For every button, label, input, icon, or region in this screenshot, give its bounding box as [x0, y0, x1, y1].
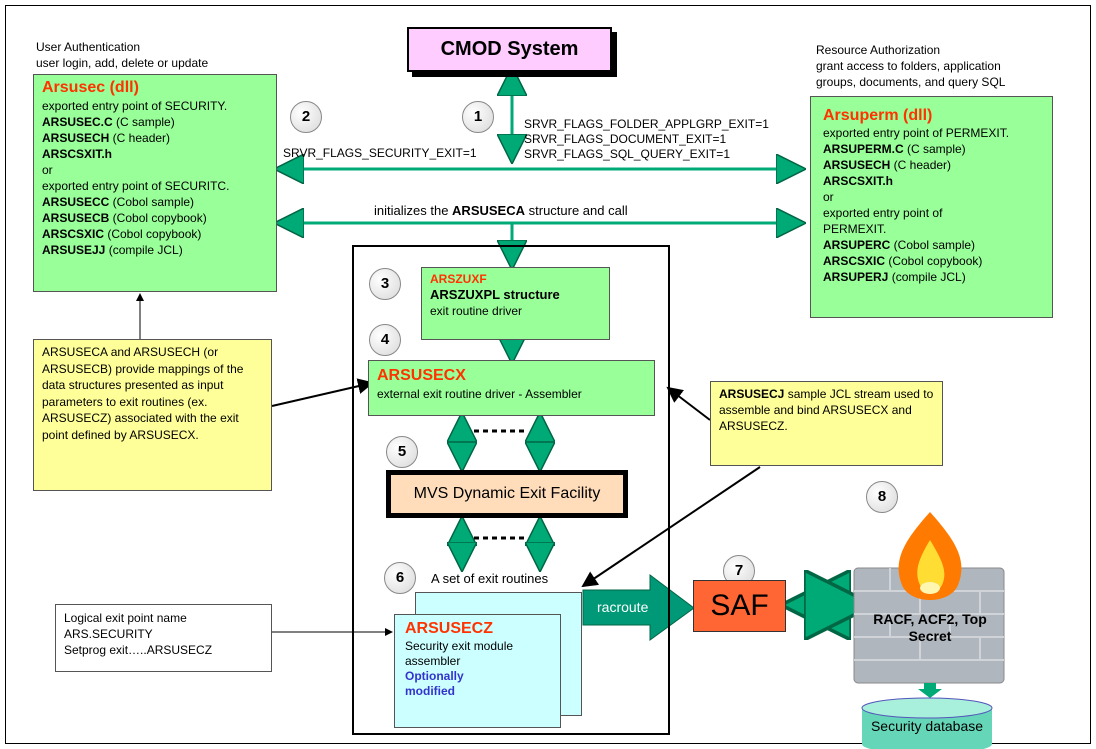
step-circle-8: 8: [866, 481, 898, 513]
arsusecx-desc: external exit routine driver - Assembler: [377, 387, 582, 401]
arsuperm-line: ARSCSXIT.h: [823, 173, 1044, 189]
arsuperm-line: ARSUSECH (C header): [823, 158, 952, 172]
arsusec-file-name: ARSCSXIC: [42, 227, 105, 241]
arszuxf-title: ARSZUXF: [430, 272, 487, 286]
user-auth-title: User Authentication: [36, 40, 141, 54]
racroute-arrow: [582, 574, 695, 641]
arsusec-line: ARSUSECC (Cobol sample): [42, 195, 195, 209]
flag-document: SRVR_FLAGS_DOCUMENT_EXIT=1: [524, 132, 727, 146]
logical-exit-note: Logical exit point name ARS.SECURITY Set…: [55, 604, 272, 672]
arsusec-line: ARSUSEJJ (compile JCL): [42, 243, 183, 257]
arsuperm-line: exported entry point of: [823, 206, 943, 220]
arsuperm-file-name: ARSUSECH: [823, 158, 891, 172]
step-circle-4: 4: [369, 324, 401, 356]
saf-box: SAF: [693, 580, 786, 632]
exit-set-label: A set of exit routines: [431, 571, 549, 586]
arsusecx-title: ARSUSECX: [377, 367, 466, 384]
arsusec-title: Arsusec (dll): [42, 79, 139, 96]
initializes-label: initializes the ARSUSECA structure and c…: [374, 203, 628, 218]
resource-auth-title: Resource Authorization: [816, 43, 941, 57]
arsusec-line: ARSCSXIT.h: [42, 146, 268, 162]
arsusecx-box: ARSUSECX external exit routine driver - …: [368, 360, 655, 416]
step-circle-5: 5: [386, 436, 418, 468]
racf-label: RACF, ACF2, Top Secret: [873, 611, 987, 644]
arsusec-file-name: ARSUSEC.C: [42, 115, 113, 129]
security-database-label: Security database: [870, 718, 984, 734]
step-circle-2: 2: [290, 101, 322, 133]
arsuperm-file-name: ARSUPERJ: [823, 270, 889, 284]
arsusec-line: ARSUSECH (C header): [42, 131, 171, 145]
flag-sql: SRVR_FLAGS_SQL_QUERY_EXIT=1: [524, 147, 730, 161]
arsuperm-file-name: ARSCSXIT.h: [823, 174, 894, 188]
db-arrow: [918, 683, 942, 698]
arsuperm-line: ARSUPERJ (compile JCL): [823, 270, 966, 284]
step-circle-3: 3: [369, 268, 401, 300]
cmod-system-box: CMOD System: [407, 27, 612, 72]
arsuperm-line: PERMEXIT.: [823, 222, 887, 236]
arsusec-file-name: ARSCSXIT.h: [42, 147, 113, 161]
arszuxf-box: ARSZUXF ARSZUXPL structure exit routine …: [421, 267, 610, 340]
resource-auth-subtitle-1: grant access to folders, application: [816, 59, 1001, 73]
firewall-icon: [853, 512, 1005, 684]
arsusec-line: ARSUSECB (Cobol copybook): [42, 211, 207, 225]
arsusecz-modified: modified: [405, 684, 455, 698]
arsusecz-line-1: Security exit module: [405, 639, 514, 653]
user-auth-subtitle: user login, add, delete or update: [36, 56, 209, 70]
flag-security: SRVR_FLAGS_SECURITY_EXIT=1: [283, 146, 477, 160]
arsusec-line: ARSCSXIC (Cobol copybook): [42, 227, 202, 241]
arsusec-file-name: ARSUSEJJ: [42, 243, 106, 257]
arsusec-file-name: ARSUSECH: [42, 131, 110, 145]
arsuperm-file-name: ARSUPERM.C: [823, 142, 904, 156]
arsusecz-title: ARSUSECZ: [405, 620, 494, 637]
arsuperm-line: ARSCSXIC (Cobol copybook): [823, 254, 983, 268]
arsuperm-box: Arsuperm (dll) exported entry point of P…: [810, 96, 1053, 318]
jcl-note: ARSUSECJ sample JCL stream used to assem…: [710, 381, 943, 466]
arsusec-line: ARSUSEC.C (C sample): [42, 115, 175, 129]
logical-line-3: Setprog exit…..ARSUSECZ: [64, 643, 213, 657]
arsusec-lines: exported entry point of SECURITY. ARSUSEC…: [42, 98, 268, 258]
arsuperm-line: ARSUPERC (Cobol sample): [823, 238, 976, 252]
arsuperm-lines: exported entry point of PERMEXIT. ARSUPER…: [823, 125, 1044, 285]
exit-framework-container: [352, 245, 670, 735]
database-icon: [861, 697, 993, 749]
arsuperm-line: or: [823, 190, 834, 204]
arsusec-line: exported entry point of SECURITC.: [42, 179, 230, 193]
mvs-dynamic-exit-box: MVS Dynamic Exit Facility: [386, 470, 628, 518]
resource-auth-subtitle-2: groups, documents, and query SQL: [816, 75, 1006, 89]
arsuperm-line: ARSUPERM.C (C sample): [823, 142, 966, 156]
arsusec-line: or: [42, 163, 53, 177]
arsusec-file-name: ARSUSECC: [42, 195, 110, 209]
mappings-note: ARSUSECA and ARSUSECH (or ARSUSECB) prov…: [33, 339, 272, 491]
logical-line-1: Logical exit point name: [64, 611, 187, 625]
arsuperm-title: Arsuperm (dll): [823, 107, 933, 124]
mapping-to-arsusecx-arrow: [271, 378, 374, 407]
arsusec-line: exported entry point of SECURITY.: [42, 99, 228, 113]
arsuperm-line: exported entry point of PERMEXIT.: [823, 126, 1010, 140]
arsusecz-box: ARSUSECZ Security exit module assembler …: [394, 614, 561, 728]
arszuxf-structure: ARSZUXPL structure: [430, 287, 560, 302]
jcl-to-arsusecx-arrow: [666, 386, 711, 421]
arsusecz-line-2: assembler: [405, 654, 461, 668]
flag-folder: SRVR_FLAGS_FOLDER_APPLGRP_EXIT=1: [524, 117, 769, 131]
step-circle-6: 6: [384, 562, 416, 594]
arsuperm-file-name: ARSCSXIC: [823, 254, 886, 268]
arsuperm-file-name: ARSUPERC: [823, 238, 891, 252]
diagram-frame: [5, 5, 1091, 744]
step-circle-1: 1: [462, 101, 494, 133]
arszuxf-desc: exit routine driver: [430, 304, 523, 318]
racroute-label: racroute: [597, 599, 649, 615]
logical-line-2: ARS.SECURITY: [64, 627, 153, 641]
arsusec-file-name: ARSUSECB: [42, 211, 110, 225]
arsusecz-optionally: Optionally: [405, 669, 464, 683]
arsusec-box: Arsusec (dll) exported entry point of SE…: [33, 74, 277, 292]
jcl-to-arsusecz-arrow: [581, 466, 761, 588]
